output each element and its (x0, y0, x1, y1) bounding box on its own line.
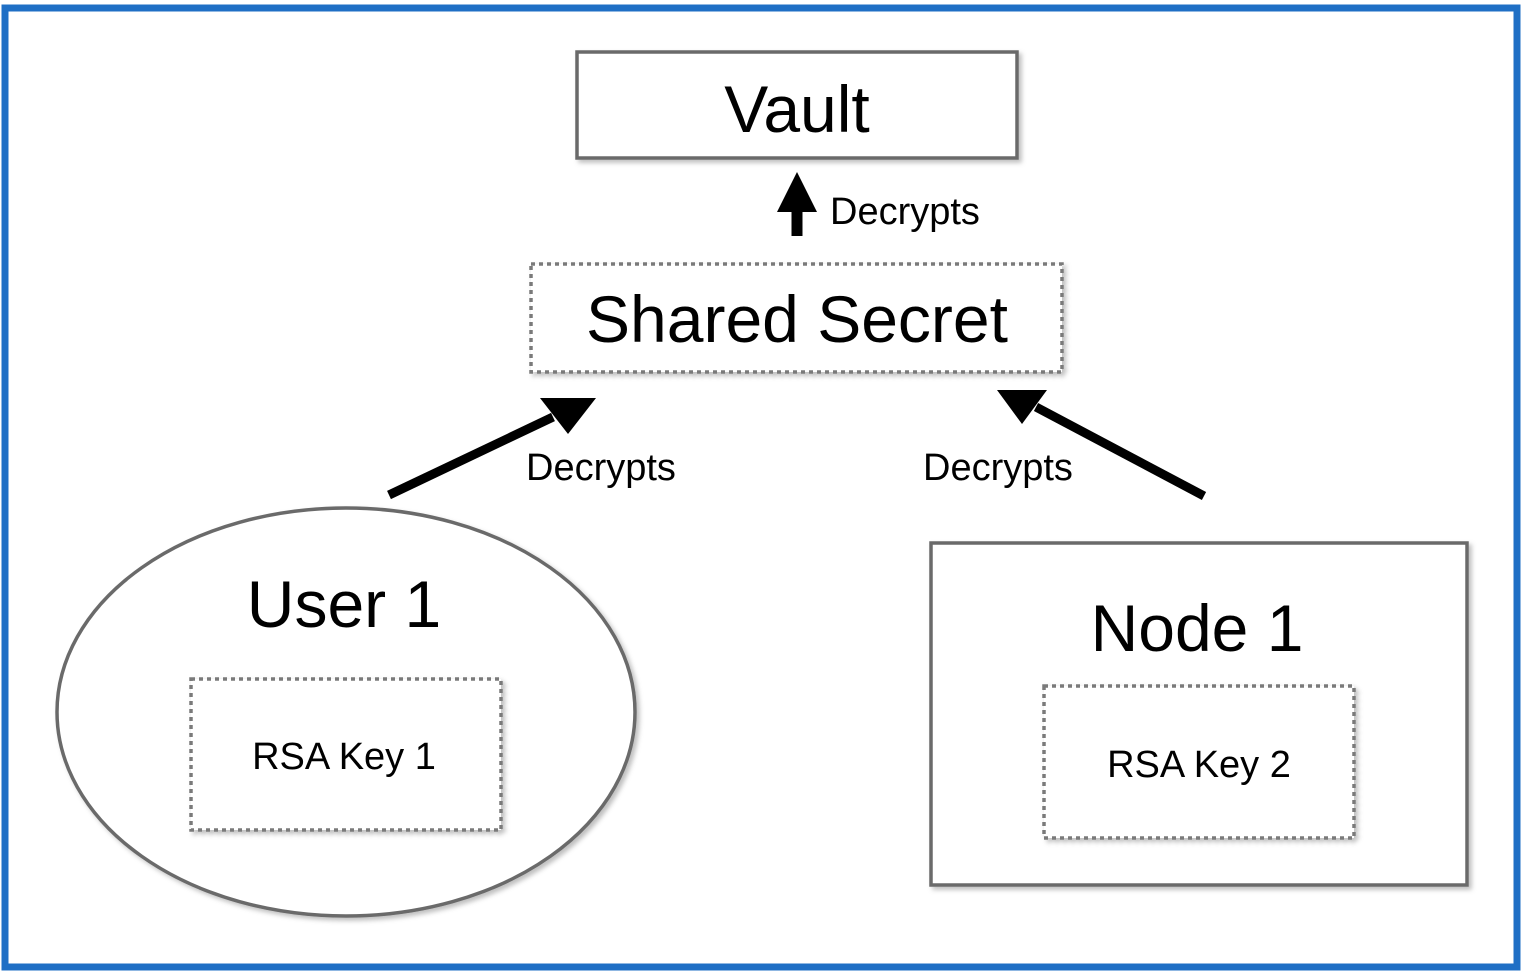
arrow-node-to-secret-shaft (1033, 403, 1207, 500)
arrow-node-to-secret (997, 390, 1207, 500)
user-rsa-key-label: RSA Key 1 (252, 736, 436, 778)
vault-node[interactable]: Vault (575, 50, 1019, 160)
arrow-secret-to-vault (777, 172, 817, 236)
user-rsa-key-box (189, 677, 503, 832)
arrow-user-to-secret-shaft (387, 412, 555, 500)
vault-box (575, 50, 1019, 160)
user-label: User 1 (247, 567, 441, 641)
arrow-node-to-secret-head (997, 390, 1047, 424)
edge-label-node-to-secret: Decrypts (923, 447, 1073, 489)
edge-label-user-to-secret: Decrypts (526, 447, 676, 489)
shared-secret-box (529, 262, 1064, 374)
vault-label: Vault (724, 72, 870, 146)
arrow-user-to-secret (387, 398, 596, 500)
arrow-secret-to-vault-head (777, 172, 817, 212)
node-node[interactable]: Node 1 RSA Key 2 (929, 541, 1469, 887)
user-node[interactable]: User 1 RSA Key 1 (55, 506, 637, 918)
node-label: Node 1 (1091, 591, 1304, 665)
arrow-user-to-secret-head (540, 398, 596, 434)
shared-secret-label: Shared Secret (586, 282, 1008, 356)
edge-label-secret-to-vault: Decrypts (830, 191, 980, 233)
node-rsa-key-label: RSA Key 2 (1107, 744, 1291, 786)
shared-secret-node[interactable]: Shared Secret (529, 262, 1064, 374)
node-rsa-key-box (1042, 684, 1356, 840)
